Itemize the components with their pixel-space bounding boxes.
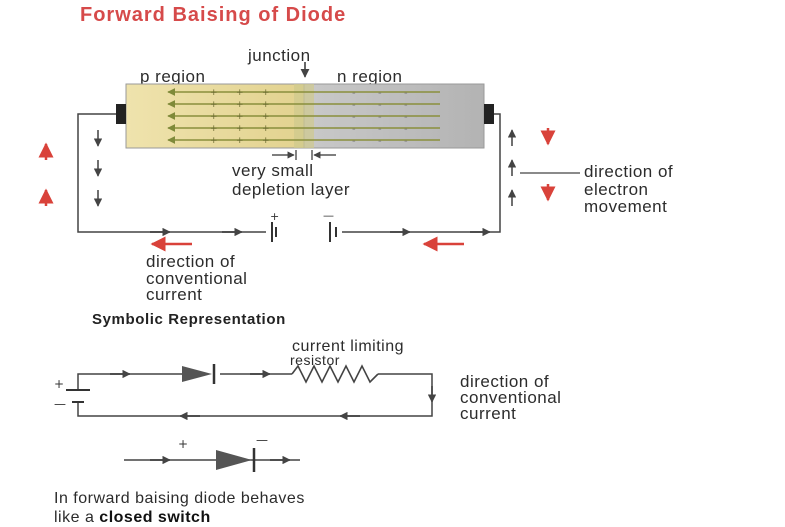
wire-arrows bbox=[93, 129, 517, 237]
symbolic-battery-icon bbox=[66, 389, 90, 403]
depletion-label-line2: depletion layer bbox=[232, 180, 351, 199]
conventional-current-line3: current bbox=[146, 285, 203, 304]
svg-text:+: + bbox=[210, 112, 218, 122]
svg-text:-: - bbox=[378, 136, 382, 147]
svg-text:+: + bbox=[210, 88, 218, 98]
svg-text:+: + bbox=[236, 136, 244, 146]
svg-text:+: + bbox=[54, 377, 64, 391]
svg-text:+: + bbox=[210, 100, 218, 110]
footer-line-1: In forward baising diode behaves bbox=[54, 490, 305, 507]
diode-block: +++ +++ +++ +++ +++ --- --- --- --- --- bbox=[116, 83, 494, 149]
svg-text:-: - bbox=[404, 88, 408, 99]
svg-text:-: - bbox=[378, 100, 382, 111]
depletion-label-line1: very small bbox=[232, 161, 314, 180]
electron-markers: --- --- --- --- --- bbox=[352, 88, 408, 147]
symbolic-current-line2: conventional bbox=[460, 388, 562, 407]
svg-text:-: - bbox=[352, 136, 356, 147]
symbolic-current-line1: direction of bbox=[460, 372, 550, 391]
svg-text:-: - bbox=[378, 88, 382, 99]
red-direction-arrows bbox=[38, 128, 556, 252]
left-terminal bbox=[116, 104, 126, 124]
svg-text:+: + bbox=[262, 124, 270, 134]
svg-text:-: - bbox=[378, 112, 382, 123]
svg-text:+: + bbox=[210, 136, 218, 146]
svg-text:-: - bbox=[404, 100, 408, 111]
svg-text:+: + bbox=[236, 100, 244, 110]
closed-switch-polarity: + — bbox=[178, 433, 268, 451]
symbolic-battery-polarity: + — bbox=[54, 377, 66, 411]
svg-text:+: + bbox=[236, 124, 244, 134]
resistor-icon bbox=[291, 364, 379, 384]
svg-text:—: — bbox=[54, 397, 66, 411]
svg-text:—: — bbox=[256, 433, 268, 447]
svg-text:+: + bbox=[262, 112, 270, 122]
right-terminal bbox=[484, 104, 494, 124]
hole-markers: + + + + + + + + + + + + + + + bbox=[210, 88, 270, 146]
symbolic-circuit bbox=[77, 373, 433, 417]
p-region-label: p region bbox=[140, 67, 206, 86]
svg-text:+: + bbox=[236, 88, 244, 98]
resistor-label-line1: current limiting bbox=[292, 338, 405, 355]
battery-polarity: + — bbox=[270, 209, 334, 223]
n-region-label: n region bbox=[337, 67, 403, 86]
svg-text:-: - bbox=[378, 124, 382, 135]
conventional-current-line2: conventional bbox=[146, 269, 248, 288]
svg-text:-: - bbox=[352, 88, 356, 99]
svg-text:-: - bbox=[404, 136, 408, 147]
junction-label: junction bbox=[248, 46, 311, 65]
symbolic-current-line3: current bbox=[460, 404, 517, 423]
electron-direction-line3: movement bbox=[584, 197, 668, 216]
svg-text:-: - bbox=[404, 124, 408, 135]
svg-text:-: - bbox=[352, 124, 356, 135]
circuit-wire bbox=[77, 113, 501, 233]
electron-direction-line1: direction of bbox=[584, 162, 674, 181]
symbolic-representation-heading: Symbolic Representation bbox=[92, 311, 286, 328]
symbolic-diode-icon bbox=[182, 364, 216, 384]
svg-text:+: + bbox=[236, 112, 244, 122]
electron-direction-line2: electron bbox=[584, 180, 649, 199]
footer-emphasis: closed switch bbox=[99, 509, 211, 526]
carrier-flow-lines bbox=[167, 88, 440, 144]
svg-text:+: + bbox=[262, 100, 270, 110]
page-title: Forward Baising of Diode bbox=[80, 4, 347, 26]
svg-text:+: + bbox=[270, 210, 279, 223]
svg-text:+: + bbox=[262, 136, 270, 146]
symbolic-current-arrows bbox=[110, 369, 437, 421]
svg-text:+: + bbox=[262, 88, 270, 98]
footer-line-2: like a closed switch bbox=[54, 509, 211, 527]
svg-text:+: + bbox=[178, 437, 188, 451]
closed-switch-diode bbox=[124, 448, 300, 472]
svg-text:-: - bbox=[352, 112, 356, 123]
svg-text:+: + bbox=[210, 124, 218, 134]
depletion-width-marker bbox=[272, 150, 336, 160]
footer-prefix: like a bbox=[54, 509, 100, 526]
svg-text:-: - bbox=[404, 112, 408, 123]
svg-text:—: — bbox=[323, 209, 334, 222]
battery-icon bbox=[271, 222, 337, 242]
resistor-label-line2: resistor bbox=[290, 352, 340, 368]
conventional-current-line1: direction of bbox=[146, 252, 236, 271]
svg-text:-: - bbox=[352, 100, 356, 111]
